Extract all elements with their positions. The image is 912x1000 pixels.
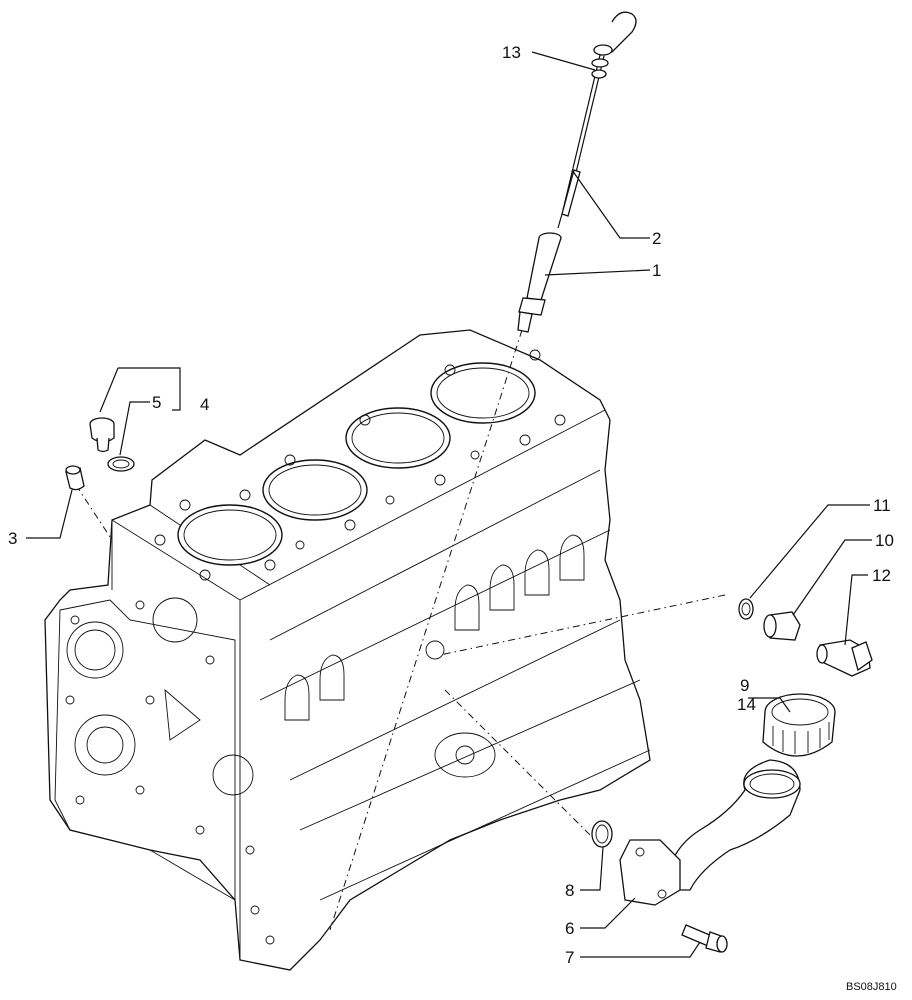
oil-filler-cap (762, 693, 836, 757)
callout-10: 10 (875, 531, 894, 550)
callout-12: 12 (872, 566, 891, 585)
callout-9: 9 (740, 676, 749, 695)
callout-7: 7 (565, 948, 574, 967)
dipstick (557, 11, 637, 229)
assembly-centerlines (75, 329, 726, 931)
plug (89, 417, 115, 453)
callout-4: 4 (200, 395, 209, 414)
callout-13: 13 (502, 43, 521, 62)
oil-filler-neck (619, 759, 801, 906)
adapter (763, 611, 801, 641)
callout-8: 8 (565, 881, 574, 900)
dowel-pin (65, 465, 85, 491)
bolt (681, 924, 728, 953)
callout-1: 1 (652, 261, 661, 280)
callout-2: 2 (652, 229, 661, 248)
callout-5: 5 (152, 393, 161, 412)
oil-pressure-sender (816, 639, 873, 677)
o-ring-filler (591, 820, 613, 848)
callout-14: 14 (737, 695, 756, 714)
o-ring-sender (738, 598, 754, 620)
callout-3: 3 (8, 529, 17, 548)
sealing-washer (107, 456, 135, 472)
callout-6: 6 (565, 919, 574, 938)
callout-11: 11 (873, 496, 891, 515)
callouts: 13 2 1 4 5 3 11 10 12 9 14 8 6 7 BS08J81… (8, 43, 897, 993)
reference-code: BS08J810 (846, 981, 897, 993)
dipstick-tube (517, 232, 562, 333)
leader-lines (26, 51, 872, 958)
engine-block (44, 329, 651, 971)
